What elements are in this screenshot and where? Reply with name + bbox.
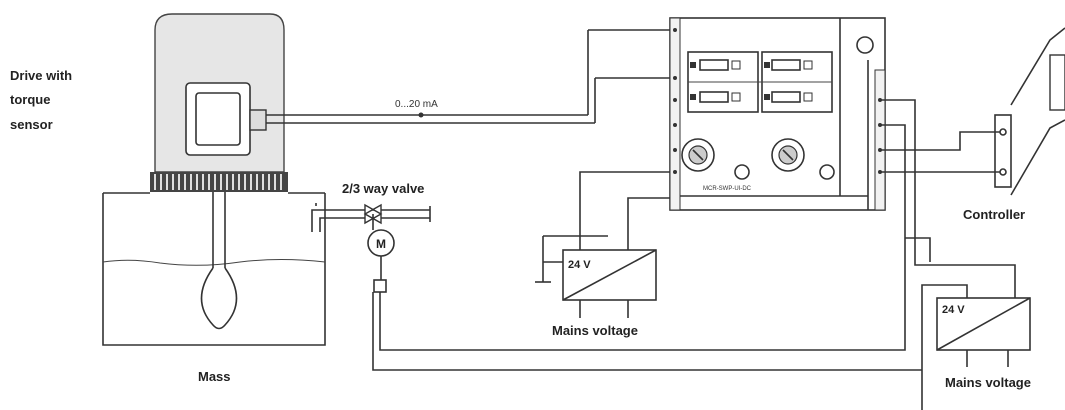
psu1-voltage-label: 24 V bbox=[568, 259, 591, 271]
wiring bbox=[372, 99, 1016, 410]
drive-label-line3: sensor bbox=[10, 117, 53, 132]
psu2-voltage-label: 24 V bbox=[942, 304, 965, 316]
potentiometers bbox=[681, 36, 874, 180]
module-right-terminals bbox=[874, 69, 886, 211]
stirrer bbox=[200, 192, 238, 330]
signal-label: 0...20 mA bbox=[395, 99, 438, 110]
switch-module bbox=[669, 17, 886, 211]
mass-container bbox=[102, 192, 326, 346]
power-supply-2 bbox=[936, 297, 1031, 367]
psu1-mains-label: Mains voltage bbox=[552, 323, 638, 338]
drive-unit bbox=[150, 13, 288, 192]
power-supply-1 bbox=[535, 171, 670, 318]
mass-label: Mass bbox=[198, 369, 231, 384]
module-left-terminals bbox=[669, 17, 681, 211]
module-name-label: MCR-SWP-UI-DC bbox=[703, 186, 752, 192]
psu2-mains-label: Mains voltage bbox=[945, 375, 1031, 390]
drive-cooling-fins bbox=[150, 172, 288, 192]
controller bbox=[994, 27, 1065, 196]
valve bbox=[311, 203, 431, 293]
motor-label: M bbox=[376, 237, 386, 251]
valve-label: 2/3 way valve bbox=[342, 181, 424, 196]
controller-label: Controller bbox=[963, 207, 1025, 222]
signal-line bbox=[266, 29, 670, 124]
drive-label-line1: Drive with bbox=[10, 68, 72, 83]
dip-switches bbox=[687, 51, 833, 113]
drive-label-line2: torque bbox=[10, 92, 50, 107]
